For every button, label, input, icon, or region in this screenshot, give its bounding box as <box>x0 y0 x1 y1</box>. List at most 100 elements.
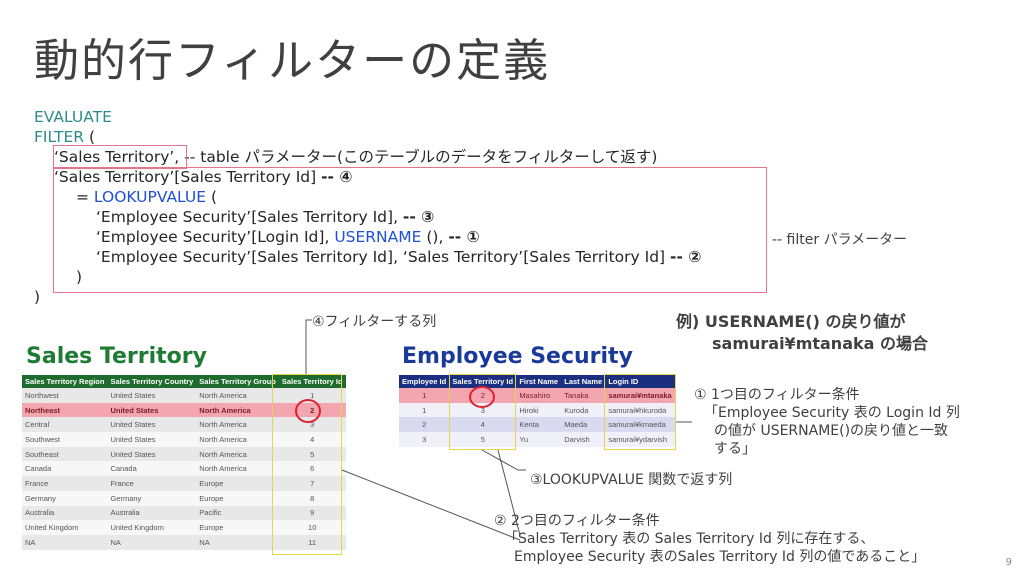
code-search-column2-line: ‘Employee Security’[Sales Territory Id],… <box>96 247 701 267</box>
condition2-line1: 「Sales Territory 表の Sales Territory Id 列… <box>504 531 875 547</box>
table-cell: 9 <box>278 505 346 521</box>
table-cell: 1 <box>399 388 450 403</box>
slide-title: 動的行フィルターの定義 <box>34 34 551 87</box>
table-cell: Yu <box>516 432 562 447</box>
table-cell: Europe <box>196 490 279 506</box>
example-line1: 例) USERNAME() の戻り値が <box>676 312 906 331</box>
table-cell: North America <box>196 461 279 477</box>
column-header: Sales Territory Group <box>196 375 279 388</box>
column-header: First Name <box>516 375 562 388</box>
table-cell: Maeda <box>561 417 606 433</box>
table-cell: 7 <box>278 476 346 491</box>
table-cell: NA <box>107 534 197 550</box>
table-cell: United Kingdom <box>107 520 197 535</box>
code-search-column2: ‘Employee Security’[Sales Territory Id],… <box>96 248 671 266</box>
table-cell: North America <box>196 402 279 418</box>
page-number: 9 <box>1005 557 1012 568</box>
condition1-line1: 「Employee Security 表の Login Id 列 <box>704 405 960 421</box>
table-cell: 4 <box>449 417 517 433</box>
condition1-heading: ① 1つ目のフィルター条件 <box>694 387 860 403</box>
code-filter-column-line: ‘Sales Territory’[Sales Territory Id] --… <box>54 167 352 187</box>
table-cell: Northeast <box>22 402 108 418</box>
table-cell: 10 <box>278 520 346 535</box>
table-cell: North America <box>196 388 279 403</box>
filter-param-highlight-box <box>53 167 767 293</box>
condition1-line2: の値が USERNAME()の戻り値と一致 <box>714 423 949 439</box>
example-line2: samurai¥mtanaka の場合 <box>712 334 929 353</box>
code-username-keyword: USERNAME <box>334 228 422 246</box>
table-cell: 8 <box>278 490 346 506</box>
condition2-heading: ② 2つ目のフィルター条件 <box>494 513 660 529</box>
table-cell: North America <box>196 417 279 433</box>
table-cell: 1 <box>278 388 346 403</box>
code-search-column1-line: ‘Employee Security’[Login Id], USERNAME … <box>96 227 480 247</box>
table-cell: Kenta <box>516 417 562 433</box>
employee-security-title: Employee Security <box>402 344 633 369</box>
table-cell: samurai¥mtanaka <box>605 388 675 403</box>
filter-param-note: -- filter パラメーター <box>772 232 908 248</box>
code-comment-1: -- ① <box>448 228 480 246</box>
code-filter-keyword: FILTER <box>34 128 85 146</box>
table-cell: 5 <box>278 446 346 462</box>
dax-code-block: EVALUATE FILTER ( ‘Sales Territory’, -- … <box>34 107 794 307</box>
es-id-2-circle <box>469 386 495 408</box>
column-header: Sales Territory Id <box>278 375 346 388</box>
table-cell: Kuroda <box>561 402 606 418</box>
column-header: Sales Territory Id <box>449 375 517 388</box>
table-cell: Tanaka <box>561 388 606 403</box>
example-box: 例) USERNAME() の戻り値が samurai¥mtanaka の場合 <box>676 311 928 355</box>
table-cell: 5 <box>449 432 517 447</box>
table-cell: Darvish <box>561 432 606 447</box>
table-cell: Masahiro <box>516 388 562 403</box>
code-filter-paren: ( <box>84 128 96 146</box>
table-cell: Northwest <box>22 388 108 403</box>
table-cell: Europe <box>196 520 279 535</box>
table-cell: 4 <box>278 432 346 447</box>
code-close-lookup: ) <box>76 268 83 286</box>
condition1-line3: する」 <box>714 441 756 457</box>
code-result-column: ‘Employee Security’[Sales Territory Id], <box>96 208 403 226</box>
code-table-param-comment: , -- table パラメーター(このテーブルのデータをフィルターして返す) <box>174 148 658 166</box>
table-cell: North America <box>196 446 279 462</box>
filter-column-connector <box>305 319 312 374</box>
table-cell: United States <box>107 417 197 433</box>
table-cell: 3 <box>399 432 450 447</box>
table-cell: samurai¥kmaeda <box>605 417 675 433</box>
table-cell: United Kingdom <box>22 520 108 535</box>
table-cell: Canada <box>107 461 197 477</box>
code-close-filter: ) <box>34 288 41 306</box>
column-header: Employee Id <box>399 375 450 388</box>
table-cell: 3 <box>278 417 346 433</box>
filter-column-annotation: ④フィルターする列 <box>312 314 437 330</box>
st-id-2-circle <box>295 399 321 423</box>
table-cell: United States <box>107 432 197 447</box>
table-cell: Germany <box>22 490 108 506</box>
code-equals: = <box>76 188 94 206</box>
es-login-id-highlight <box>604 374 676 450</box>
table-cell: France <box>22 476 108 491</box>
table-cell: France <box>107 476 197 491</box>
table-cell: Europe <box>196 476 279 491</box>
table-cell: Australia <box>107 505 197 521</box>
table-cell: 6 <box>278 461 346 477</box>
column-header: Sales Territory Country <box>107 375 197 388</box>
es-sales-territory-id-highlight <box>449 374 516 450</box>
code-lookupvalue-keyword: LOOKUPVALUE <box>93 188 207 206</box>
table-cell: Canada <box>22 461 108 477</box>
table-cell: Southeast <box>22 446 108 462</box>
condition1-box: ① 1つ目のフィルター条件 「Employee Security 表の Logi… <box>694 386 960 458</box>
table-cell: samurai¥ydarvish <box>605 432 675 447</box>
table-cell: NA <box>22 534 108 550</box>
